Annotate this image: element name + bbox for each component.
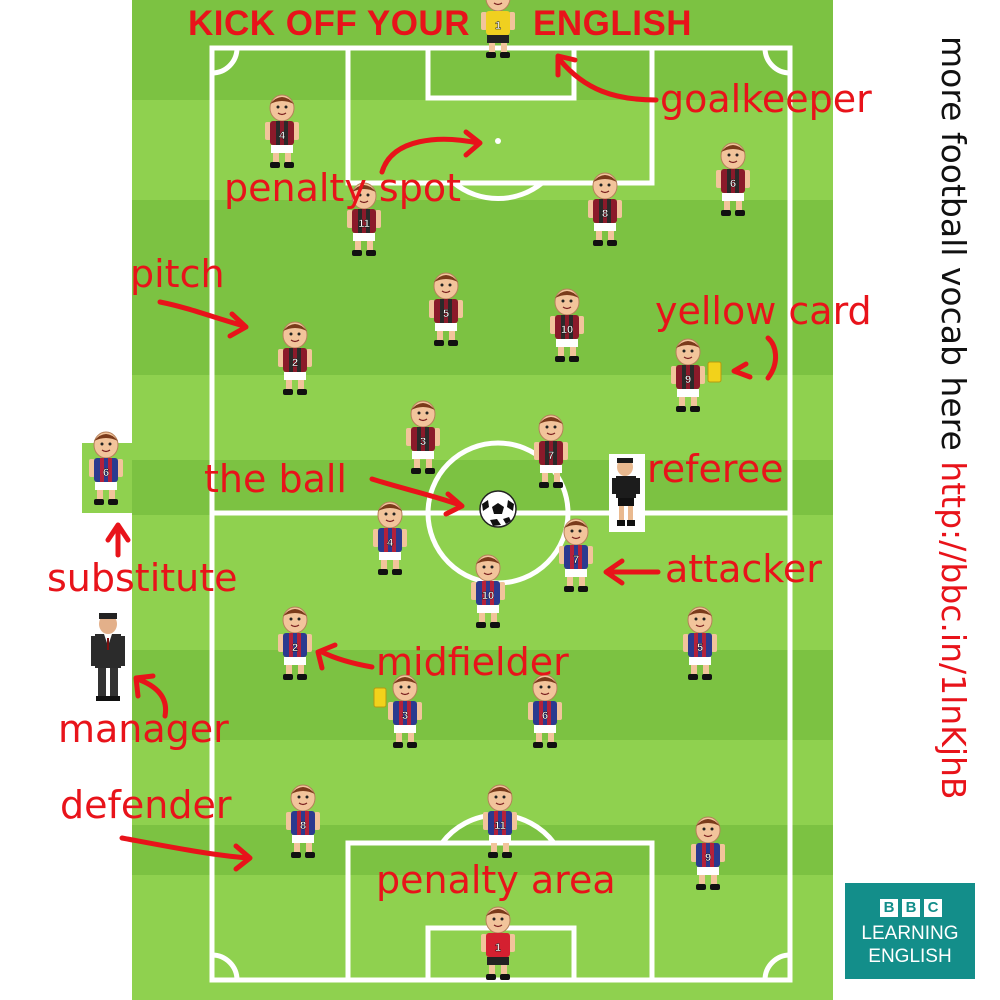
player-figure: 1: [481, 906, 515, 980]
logo-line-2: ENGLISH: [868, 946, 952, 967]
label-defender: defender: [60, 783, 232, 827]
player-number: 5: [443, 308, 449, 320]
label-penalty-spot: penalty spot: [224, 166, 461, 210]
player-figure: 2: [278, 321, 312, 395]
pitch-stripe: [132, 650, 833, 740]
bbc-learning-english-logo: B B C LEARNING ENGLISH: [845, 883, 975, 979]
player-number: 4: [387, 537, 394, 549]
label-referee: referee: [647, 447, 784, 491]
title-part-1: KICK OFF YOUR: [188, 4, 470, 43]
arrow-the-ball: [369, 476, 465, 517]
player-figure: 4: [373, 501, 407, 575]
player-number: 6: [542, 710, 548, 722]
player-number: 11: [494, 820, 506, 832]
arrow-pitch: [157, 299, 249, 339]
player-figure: 5: [683, 606, 717, 680]
label-yellow-card: yellow card: [655, 289, 872, 333]
arrow-yellow-card: [731, 335, 778, 381]
player-figure: 5: [429, 272, 463, 346]
side-text-plain: more football vocab here: [934, 36, 973, 462]
side-text: more football vocab here http://bbc.in/1…: [931, 36, 975, 800]
corner-arc-bottom-right: [762, 952, 791, 981]
pitch-stripe: [132, 290, 833, 375]
player-number: 9: [705, 852, 711, 864]
player-figure: 9: [671, 338, 705, 412]
player-number: 8: [300, 820, 306, 832]
arrow-attacker: [603, 558, 661, 586]
referee-figure: [609, 454, 645, 532]
label-pitch: pitch: [130, 252, 225, 296]
arrow-substitute: [105, 522, 131, 558]
player-figure: 11: [347, 182, 381, 256]
yellow-card-icon: [707, 361, 722, 383]
player-number: 10: [482, 590, 494, 602]
arrow-defender: [119, 835, 253, 872]
annotation-arrows: [105, 53, 778, 872]
corner-arc-bottom-left: [211, 952, 240, 981]
bbc-block: C: [924, 899, 942, 917]
arrow-midfielder: [315, 642, 375, 671]
top-penalty-arc: [452, 181, 544, 202]
player-number: 10: [561, 324, 573, 336]
player-number: 2: [292, 357, 298, 369]
player-figure: 7: [534, 414, 568, 488]
player-number: 7: [548, 450, 554, 462]
player-number: 6: [730, 178, 736, 190]
player-number: 3: [402, 710, 408, 722]
bbc-blocks: B B C: [880, 899, 942, 919]
player-number: 4: [279, 130, 286, 142]
player-number: 2: [292, 642, 298, 654]
arrow-manager: [133, 673, 169, 719]
label-penalty-area: penalty area: [376, 858, 616, 902]
player-figure: 9: [691, 816, 725, 890]
label-manager: manager: [58, 707, 229, 751]
player-figure: 11: [483, 784, 517, 858]
corner-arc-top-right: [762, 47, 791, 76]
label-attacker: attacker: [665, 547, 822, 591]
corner-arc-top-left: [211, 47, 240, 76]
player-figure: 6: [528, 674, 562, 748]
arrow-goalkeeper: [555, 53, 659, 103]
player-figure: 7: [559, 518, 593, 592]
player-number: 3: [420, 436, 426, 448]
player-figure: 3: [388, 674, 422, 748]
player-number: 11: [358, 218, 370, 230]
logo-line-1: LEARNING: [861, 923, 959, 944]
title-part-2: ENGLISH: [533, 4, 693, 43]
arrow-penalty-spot: [379, 129, 483, 175]
player-figure: 4: [265, 94, 299, 168]
label-substitute: substitute: [47, 556, 238, 600]
player-figure: 3: [406, 400, 440, 474]
substitute-layer: 6: [89, 431, 123, 505]
player-figure: 6: [716, 142, 750, 216]
player-figure: 10: [550, 288, 584, 362]
yellow-card-icon-away: [373, 687, 387, 708]
bbc-block: B: [880, 899, 898, 917]
player-figure: 8: [588, 172, 622, 246]
player-figure: 1: [481, 0, 515, 58]
player-figure: 2: [278, 606, 312, 680]
player-number: 1: [495, 942, 501, 954]
side-text-link[interactable]: http://bbc.in/1lnKjhB: [934, 461, 973, 800]
penalty-spot-mark: [495, 138, 501, 144]
manager-figure: [91, 613, 125, 701]
football-ball-icon: [479, 490, 517, 528]
player-figure: 8: [286, 784, 320, 858]
player-figure: 6: [89, 431, 123, 505]
player-figure: 10: [471, 554, 505, 628]
bbc-block: B: [902, 899, 920, 917]
label-the-ball: the ball: [204, 457, 347, 501]
players-layer: 1 4 6 8 11 5 10 2 9 3 7 4 7 10 2 5 3 6 8 11 9 1: [265, 0, 750, 980]
player-number: 1: [495, 20, 501, 32]
player-number: 6: [103, 467, 109, 479]
player-number: 9: [685, 374, 691, 386]
player-number: 7: [573, 554, 579, 566]
pitch-stripe: [132, 200, 833, 290]
player-number: 8: [602, 208, 608, 220]
player-number: 5: [697, 642, 703, 654]
label-goalkeeper: goalkeeper: [660, 77, 872, 121]
label-midfielder: midfielder: [376, 640, 569, 684]
